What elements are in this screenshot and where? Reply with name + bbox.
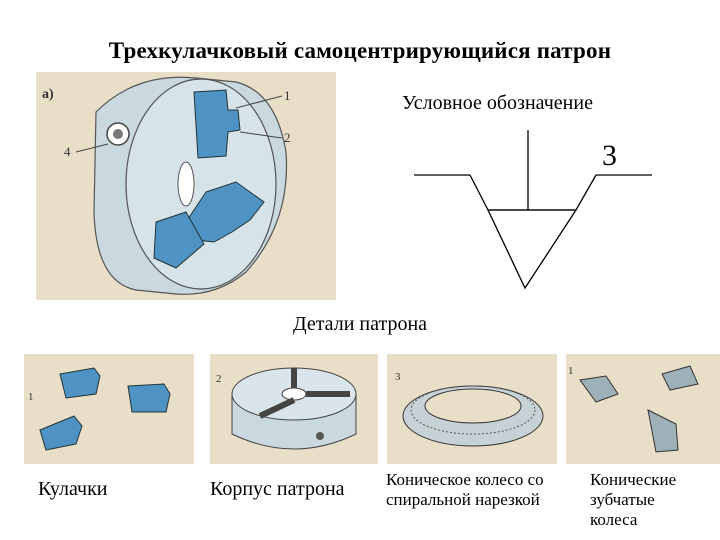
part-caption-jaws: Кулачки: [38, 478, 108, 500]
part-spiral-gear-image: 3: [387, 354, 557, 464]
part-caption-body: Корпус патрона: [210, 478, 345, 500]
chuck-illustration: а) 1 2 4: [36, 72, 336, 300]
symbol-lower-triangle: [486, 209, 578, 290]
part-bevel-gears-image: 1: [566, 354, 720, 464]
part-1-number: 1: [28, 391, 34, 403]
callout-4: 4: [64, 144, 71, 159]
part-jaws-image: 1: [24, 354, 194, 464]
symbol-diagram: 3: [414, 130, 652, 290]
part-body-image: 2: [210, 354, 378, 464]
symbol-number: 3: [602, 139, 617, 172]
figure-label: а): [42, 87, 54, 102]
symbol-caption: Условное обозначение: [402, 92, 593, 114]
part-3-number: 3: [395, 371, 401, 383]
part-caption-bevel-gears: Конические зубчатые колеса: [590, 470, 677, 529]
callout-1: 1: [284, 88, 291, 103]
part-4-number: 1: [568, 365, 574, 377]
details-caption: Детали патрона: [292, 313, 428, 335]
part-caption-spiral-gear: Коническое колесо со спиральной нарезкой: [386, 470, 544, 509]
symbol-upper-trapezoid: [469, 174, 597, 211]
part-2-number: 2: [216, 373, 222, 385]
page-title: Трехкулачковый самоцентрирующийся патрон: [108, 38, 612, 63]
callout-2: 2: [284, 130, 291, 145]
